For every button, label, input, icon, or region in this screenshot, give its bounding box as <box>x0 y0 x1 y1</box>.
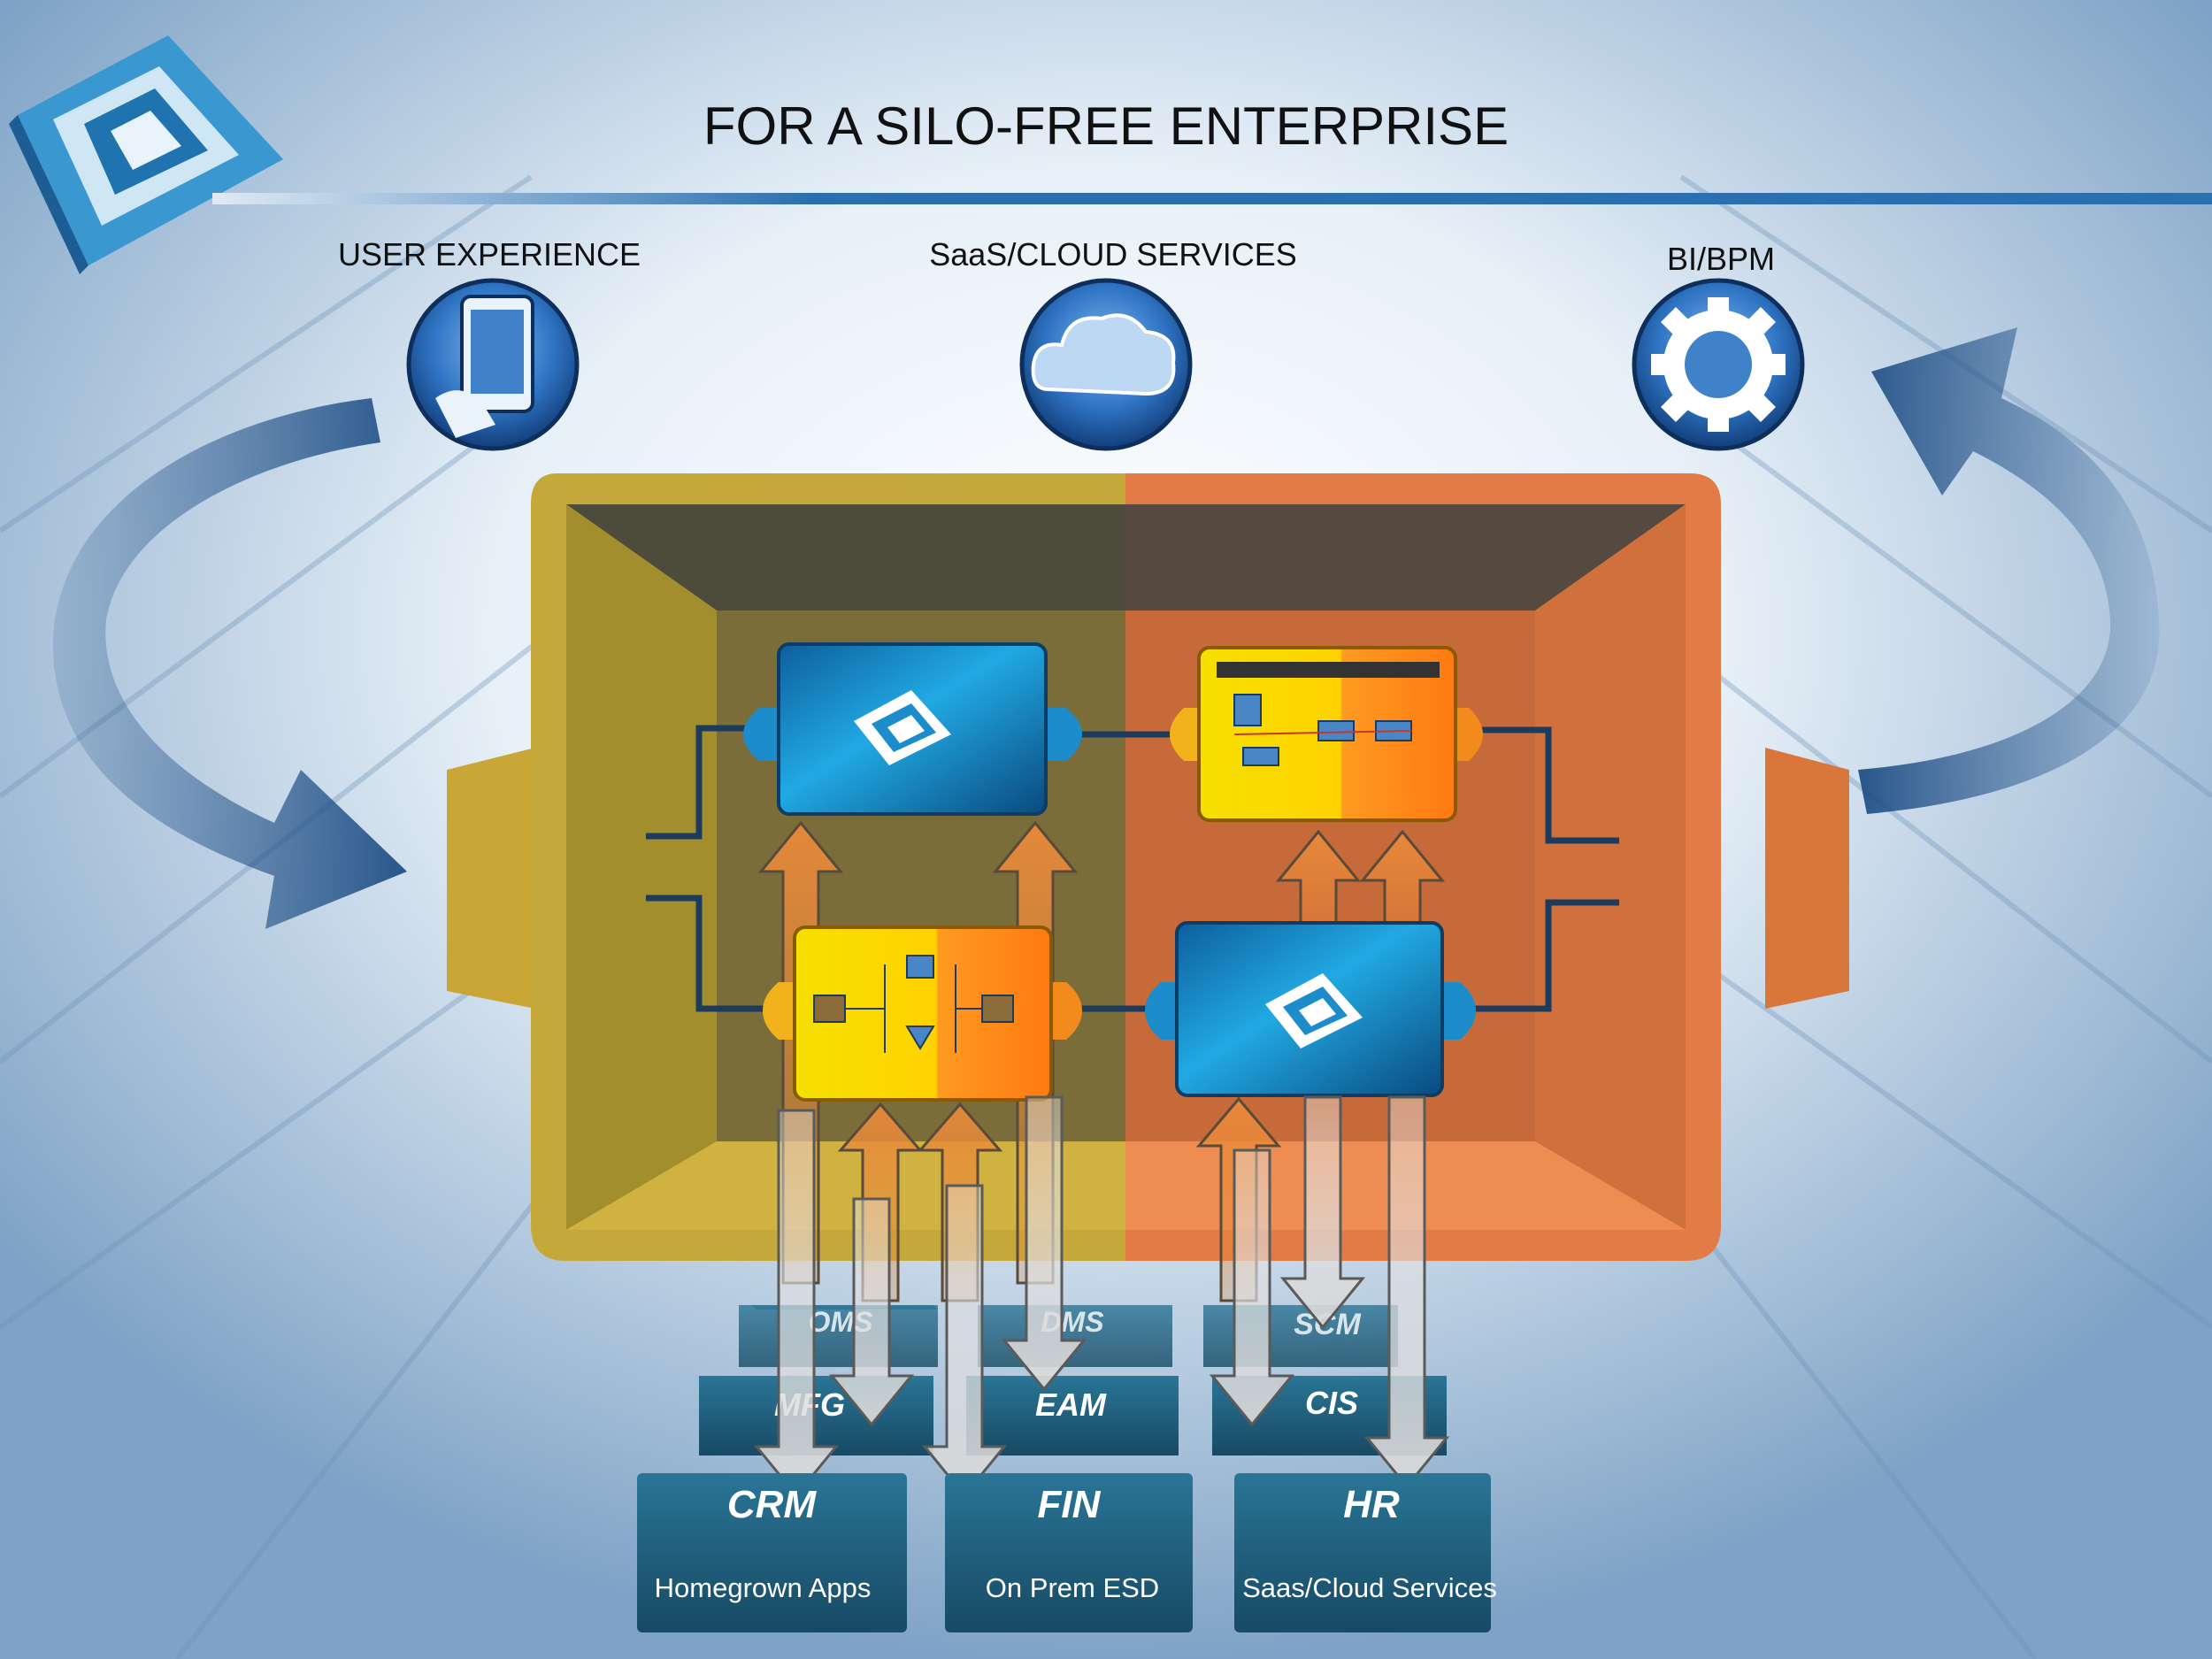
module-block-fin: FIN <box>945 1473 1193 1632</box>
icon-label-saas-cloud: SaaS/CLOUD SERVICES <box>929 236 1297 273</box>
module-blocks: OMS DMS SCM MFG EAM CIS <box>637 1095 1497 1632</box>
module-label-hr: HR <box>1343 1483 1400 1526</box>
page-title: FOR A SILO-FREE ENTERPRISE <box>703 96 1509 156</box>
swoosh-arrow-left <box>52 398 407 929</box>
integration-hub-box-1 <box>743 642 1082 816</box>
module-block-crm: CRM <box>637 1473 907 1632</box>
module-block-hr: HR <box>1234 1473 1491 1632</box>
gear-icon <box>1632 278 1805 451</box>
integration-container <box>447 473 1849 1261</box>
group-label-on-prem: On Prem ESD <box>986 1572 1159 1603</box>
module-label-cis: CIS <box>1305 1385 1358 1421</box>
company-logo-icon <box>9 35 283 274</box>
module-label-crm: CRM <box>727 1483 818 1526</box>
group-label-saas: Saas/Cloud Services <box>1242 1572 1497 1603</box>
module-block-dms: DMS <box>978 1305 1172 1367</box>
cloud-icon <box>1019 278 1193 451</box>
module-label-fin: FIN <box>1038 1483 1102 1526</box>
swoosh-arrow-right <box>1858 327 2160 814</box>
module-block-scm: SCM <box>1203 1305 1398 1367</box>
process-box-1 <box>1170 646 1483 822</box>
hub-logo-icon <box>1265 973 1363 1048</box>
module-block-eam: EAM <box>966 1376 1179 1455</box>
process-box-2 <box>763 926 1082 1102</box>
connector-lines <box>646 725 1619 1012</box>
workflow-icon <box>1233 694 1412 766</box>
module-block-oms: OMS <box>739 1305 938 1367</box>
hub-logo-icon <box>854 690 951 765</box>
module-label-eam: EAM <box>1035 1386 1107 1423</box>
grey-arrows <box>753 1095 1450 1498</box>
icon-label-bi-bpm: BI/BPM <box>1667 241 1775 277</box>
group-label-homegrown: Homegrown Apps <box>655 1572 872 1603</box>
tablet-icon <box>406 278 580 451</box>
integration-hub-box-2 <box>1145 921 1476 1097</box>
workflow-icon <box>813 955 1014 1053</box>
title-rule <box>212 193 2212 204</box>
icon-label-user-experience: USER EXPERIENCE <box>338 236 641 273</box>
